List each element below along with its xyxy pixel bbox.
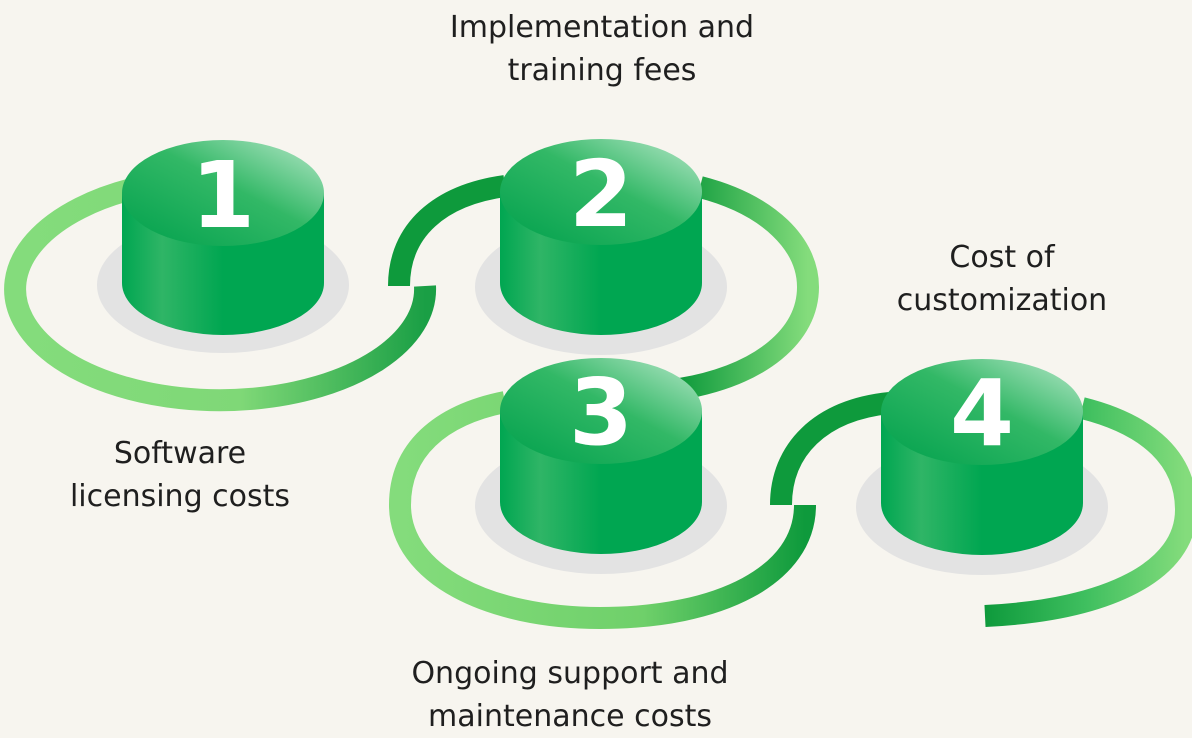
step-4-label-line-1: Cost of — [949, 240, 1055, 275]
ribbon-segment-4 — [984, 397, 1192, 627]
step-3-label: Ongoing support and maintenance costs — [345, 652, 795, 738]
ribbon-segment-3 — [388, 391, 816, 630]
ribbon-segment-2 — [678, 176, 820, 400]
cylinder-top — [500, 139, 702, 245]
step-4-label: Cost of customization — [852, 236, 1152, 322]
step-2-label: Implementation and training fees — [402, 6, 802, 92]
cylinder-top — [881, 359, 1083, 465]
step-1-number: 1 — [191, 142, 255, 249]
ribbon-link-3-4 — [770, 392, 892, 506]
step-4-cylinder: 4 — [856, 359, 1108, 575]
connector-ribbon — [4, 175, 1192, 630]
step-2-label-line-1: Implementation and — [449, 10, 755, 45]
ribbon-segment-1 — [4, 176, 437, 412]
step-2-number: 2 — [569, 141, 633, 248]
step-3-label-line-1: Ongoing support and — [411, 656, 729, 691]
cylinder-top — [500, 358, 702, 464]
step-2-label-line-2: training fees — [507, 53, 697, 88]
step-4-label-line-2: customization — [896, 283, 1108, 318]
step-1-cylinder: 1 — [97, 140, 349, 353]
step-1-label-line-2: licensing costs — [69, 479, 291, 514]
step-3-label-line-2: maintenance costs — [428, 699, 712, 734]
step-4-number: 4 — [950, 360, 1014, 467]
step-2-cylinder: 2 — [475, 139, 727, 355]
ribbon-link-1-2 — [388, 175, 507, 287]
cylinder-top — [122, 140, 324, 246]
step-1-label: Software licensing costs — [40, 432, 320, 518]
step-3-cylinder: 3 — [475, 358, 727, 574]
step-1-label-line-1: Software — [113, 436, 247, 471]
step-3-number: 3 — [569, 359, 633, 466]
